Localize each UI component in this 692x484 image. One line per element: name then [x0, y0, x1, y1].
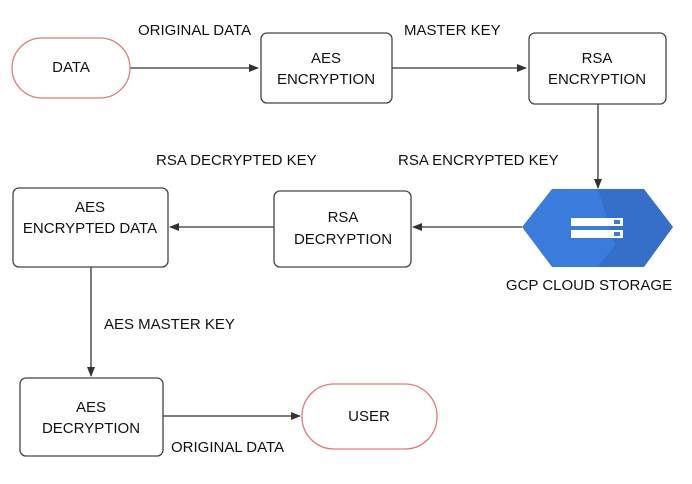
- node-gcp-storage-label: GCP CLOUD STORAGE: [506, 277, 672, 294]
- node-aes-decryption: AES DECRYPTION: [19, 377, 164, 457]
- gcp-drive-top-led: [614, 220, 620, 224]
- node-aes-encryption: AES ENCRYPTION: [260, 32, 393, 104]
- node-rsa-encryption-line1: RSA: [582, 50, 613, 67]
- node-aes-encryption-line2: ENCRYPTION: [277, 71, 375, 88]
- gcp-hexagon-shade: [598, 189, 673, 267]
- node-aes-encrypted-data-line2: ENCRYPTED DATA: [23, 220, 157, 237]
- gcp-drive-bottom-led: [614, 232, 620, 236]
- edge-label-original-data-top: ORIGINAL DATA: [138, 22, 251, 39]
- gcp-cloud-storage-icon: [522, 189, 673, 267]
- node-data: DATA: [11, 37, 131, 99]
- gcp-drive-bottom: [571, 230, 623, 238]
- edge-label-rsa-encrypted-key: RSA ENCRYPTED KEY: [398, 152, 559, 169]
- node-aes-encryption-line1: AES: [311, 50, 341, 67]
- gcp-hexagon: [522, 189, 673, 267]
- node-rsa-decryption-shape: [273, 190, 412, 268]
- node-gcp-storage: GCP CLOUD STORAGE: [506, 189, 673, 294]
- node-user-label: USER: [348, 408, 390, 425]
- edge-labels: ORIGINAL DATA MASTER KEY RSA ENCRYPTED K…: [104, 22, 559, 456]
- node-data-shape: [11, 37, 131, 99]
- node-aes-encryption-shape: [260, 32, 393, 104]
- edge-label-rsa-decrypted-key: RSA DECRYPTED KEY: [156, 152, 317, 169]
- node-rsa-decryption-line2: DECRYPTION: [294, 231, 392, 248]
- node-rsa-encryption: RSA ENCRYPTION: [528, 32, 667, 105]
- node-aes-decryption-line1: AES: [76, 399, 106, 416]
- node-aes-decryption-shape: [19, 377, 164, 457]
- node-aes-decryption-line2: DECRYPTION: [42, 420, 140, 437]
- edge-label-master-key: MASTER KEY: [404, 22, 501, 39]
- node-rsa-encryption-shape: [528, 32, 667, 105]
- edge-label-original-data-bottom: ORIGINAL DATA: [171, 439, 284, 456]
- node-aes-encrypted-data: AES ENCRYPTED DATA: [12, 187, 169, 268]
- gcp-drive-top: [571, 218, 623, 226]
- node-user-shape: [301, 383, 438, 450]
- connectors: [87, 64, 602, 420]
- node-rsa-decryption-line1: RSA: [328, 209, 359, 226]
- node-user: USER: [301, 383, 438, 450]
- node-data-label: DATA: [52, 59, 90, 76]
- node-rsa-encryption-line2: ENCRYPTION: [548, 71, 646, 88]
- node-rsa-decryption: RSA DECRYPTION: [273, 190, 412, 268]
- node-aes-encrypted-data-shape: [12, 187, 169, 268]
- edge-label-aes-master-key: AES MASTER KEY: [104, 316, 235, 333]
- node-aes-encrypted-data-line1: AES: [75, 199, 105, 216]
